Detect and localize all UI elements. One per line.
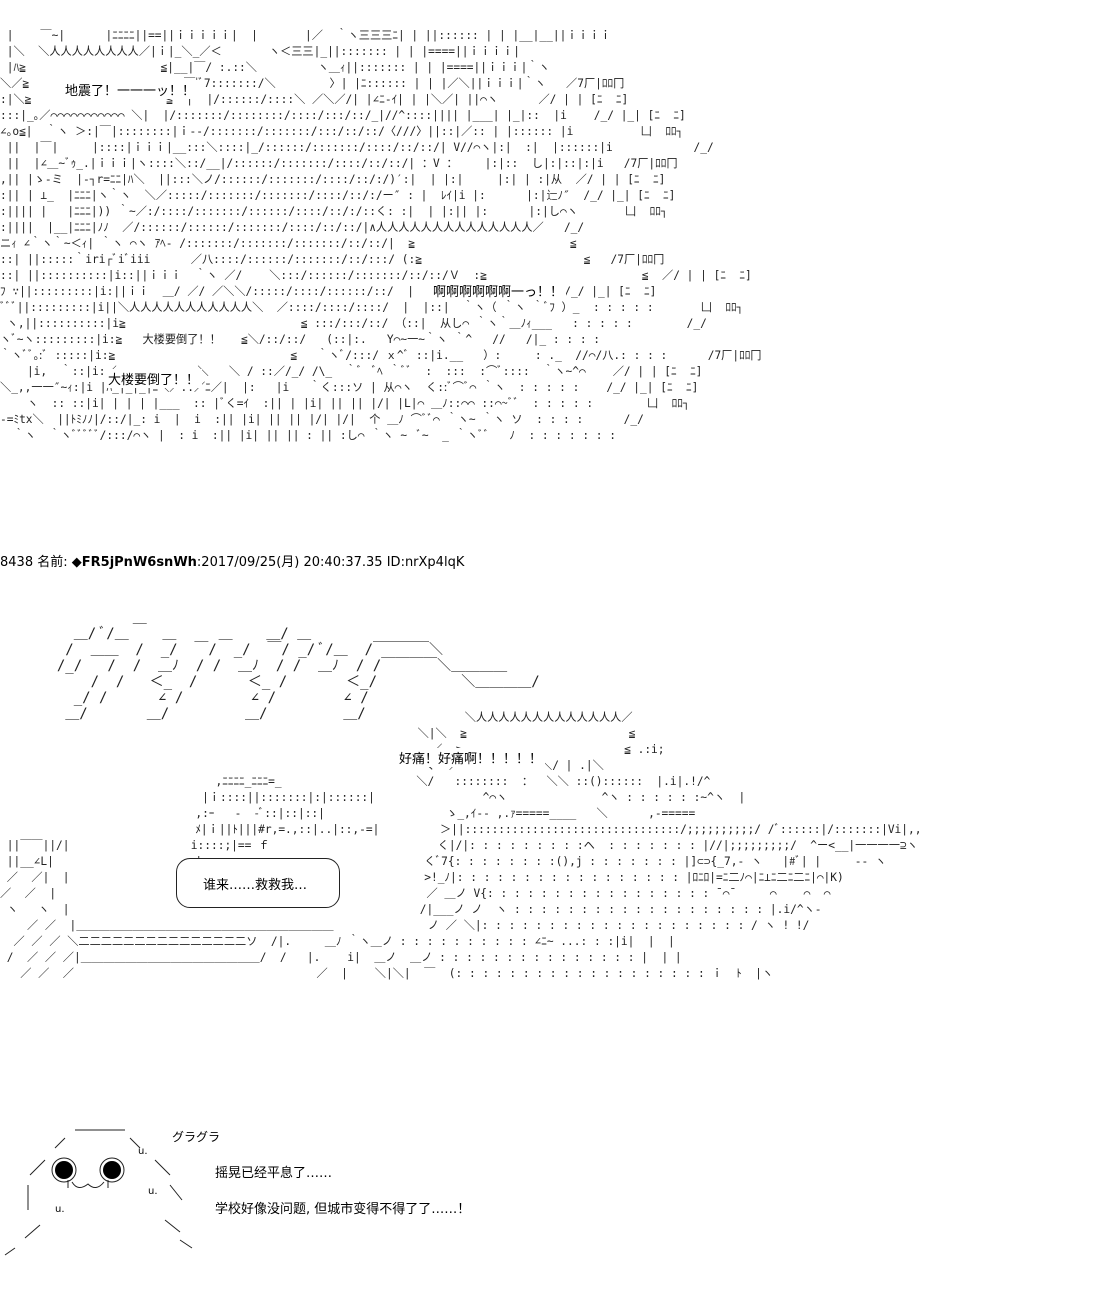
svg-text:u.: u. xyxy=(148,1186,158,1197)
face-icon: u. u. u. xyxy=(4,1129,193,1256)
ascii-art-sfx-rumble: ＿ ＿/ ﾞ/＿ ＿ ＿ ＿/ ＿ / ＿＿ / _/ ￣/ _/ ￣/ _/ … xyxy=(56,610,540,722)
post-header: 8438 名前: ◆FR5jPnW6snWh:2017/09/25(月) 20:… xyxy=(0,551,464,570)
svg-text:u.: u. xyxy=(55,1204,65,1215)
ascii-art-injured-scene: ＼人人人人人人人人人人人人人／ ＼|＼ ≧ ≦ ／ ≧ xyxy=(0,711,922,980)
post-number: 8438 xyxy=(0,555,34,570)
dialogue-line-1: 摇晃已经平息了…… xyxy=(212,1162,336,1181)
post-datetime: :2017/09/25(月) 20:40:37.35 xyxy=(196,555,383,570)
shout-earthquake: 地震了！一一一ッ！！ xyxy=(62,80,199,99)
shout-scream: 啊啊啊啊啊啊一っ！！ xyxy=(430,281,567,300)
dialogue-line-2: 学校好像没问题, 但城市变得不得了了……！ xyxy=(212,1198,474,1217)
svg-text:u.: u. xyxy=(138,1146,148,1157)
shout-pain: 好痛！好痛啊！！！！！ xyxy=(396,748,546,767)
post-trip: ◆FR5jPnW6snWh xyxy=(71,555,197,570)
post-id: ID:nrXp4lqK xyxy=(386,555,465,570)
post-name-label: 名前: xyxy=(37,555,68,570)
sfx-shake: グラグラ xyxy=(172,1130,221,1144)
shout-building: 大楼要倒了！！ xyxy=(105,369,203,388)
bubble-help-text: 谁来……救救我… xyxy=(200,874,311,893)
ascii-art-city-collapse: | ￣~| |ﾆﾆﾆﾆ||==||ｉｉｉｉｉ| | |／ ｀ヽ三三三ﾆ| | |… xyxy=(0,29,762,442)
